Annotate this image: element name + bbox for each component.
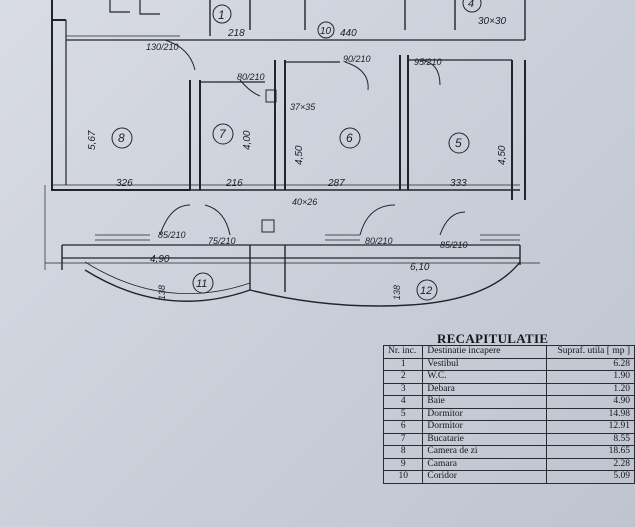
- dim-440: 440: [340, 28, 357, 39]
- row-name: Bucatarie: [422, 432, 547, 446]
- row-name: Debara: [422, 382, 547, 396]
- dim-door-80-bottom: 80/210: [365, 236, 393, 246]
- room-number-8: 8: [118, 131, 125, 145]
- row-nr: 9: [382, 457, 424, 471]
- row-area: 2.28: [545, 457, 635, 471]
- dim-490: 4,90: [150, 254, 170, 265]
- row-name: Coridor: [422, 470, 547, 484]
- dim-door-95: 95/210: [414, 57, 442, 67]
- room-number-1: 1: [218, 8, 225, 22]
- row-area: 5.09: [545, 470, 635, 484]
- dim-450-left: 4,50: [294, 145, 305, 165]
- room-number-4: 4: [468, 0, 474, 10]
- row-area: 8.55: [545, 432, 635, 446]
- recap-header-row: Nr. inc. Destinatie incapere Supraf. uti…: [382, 345, 635, 359]
- dim-450-right: 4,50: [497, 145, 508, 165]
- row-name: Vestibul: [422, 357, 547, 371]
- dim-door-85-right: 85/210: [440, 240, 468, 250]
- floor-plan-drawing: 1 10 4 8 7 6 5 11 12 218 440 30×30 130/2…: [44, 0, 540, 307]
- row-area: 14.98: [545, 407, 635, 421]
- dim-door-85-left: 85/210: [158, 230, 186, 240]
- dim-218: 218: [227, 28, 245, 39]
- dim-door-90: 90/210: [343, 54, 371, 64]
- row-nr: 7: [382, 432, 424, 446]
- dim-138-right: 138: [392, 285, 402, 300]
- room-number-5: 5: [455, 136, 462, 150]
- dim-610: 6,10: [410, 262, 430, 273]
- recap-table: Nr. inc. Destinatie incapere Supraf. uti…: [382, 345, 635, 484]
- room-number-7: 7: [219, 127, 227, 141]
- room-number-6: 6: [346, 131, 353, 145]
- dim-40x26: 40×26: [292, 197, 317, 207]
- dim-37x35: 37×35: [290, 102, 316, 112]
- dim-216: 216: [225, 178, 243, 189]
- row-area: 6.28: [545, 357, 635, 371]
- row-nr: 5: [382, 407, 424, 421]
- row-nr: 3: [382, 382, 424, 396]
- dim-287: 287: [327, 178, 345, 189]
- row-area: 12.91: [545, 420, 635, 434]
- row-nr: 2: [382, 370, 424, 384]
- row-area: 1.90: [545, 370, 635, 384]
- dim-326: 326: [116, 178, 133, 189]
- room-number-10: 10: [320, 26, 332, 37]
- header-nr: Nr. inc.: [382, 345, 424, 359]
- dim-door-130: 130/210: [146, 42, 179, 52]
- row-name: Dormitor: [422, 420, 547, 434]
- row-nr: 1: [382, 357, 424, 371]
- row-nr: 10: [382, 470, 424, 484]
- header-suprafata: Supraf. utila [ mp ]: [545, 345, 635, 359]
- row-nr: 8: [382, 445, 424, 459]
- row-name: Camera de zi: [422, 445, 547, 459]
- row-name: Baie: [422, 395, 547, 409]
- recap-title: RECAPITULATIE: [437, 331, 549, 346]
- row-area: 1.20: [545, 382, 635, 396]
- dim-door-80-top: 80/210: [237, 72, 265, 82]
- header-destinatie: Destinatie incapere: [422, 345, 547, 359]
- row-nr: 4: [382, 395, 424, 409]
- room-number-11: 11: [196, 278, 207, 290]
- row-area: 4.90: [545, 395, 635, 409]
- row-name: Dormitor: [422, 407, 547, 421]
- row-name: W.C.: [422, 370, 547, 384]
- dim-138-left: 138: [157, 285, 167, 300]
- dim-door-75: 75/210: [208, 236, 236, 246]
- row-area: 18.65: [545, 445, 635, 459]
- room-number-12: 12: [420, 285, 432, 297]
- row-name: Camara: [422, 457, 547, 471]
- dim-333: 333: [450, 178, 467, 189]
- dim-30x30: 30×30: [478, 16, 507, 27]
- dim-567: 5,67: [87, 130, 98, 150]
- row-nr: 6: [382, 420, 424, 434]
- dim-400: 4,00: [242, 130, 253, 150]
